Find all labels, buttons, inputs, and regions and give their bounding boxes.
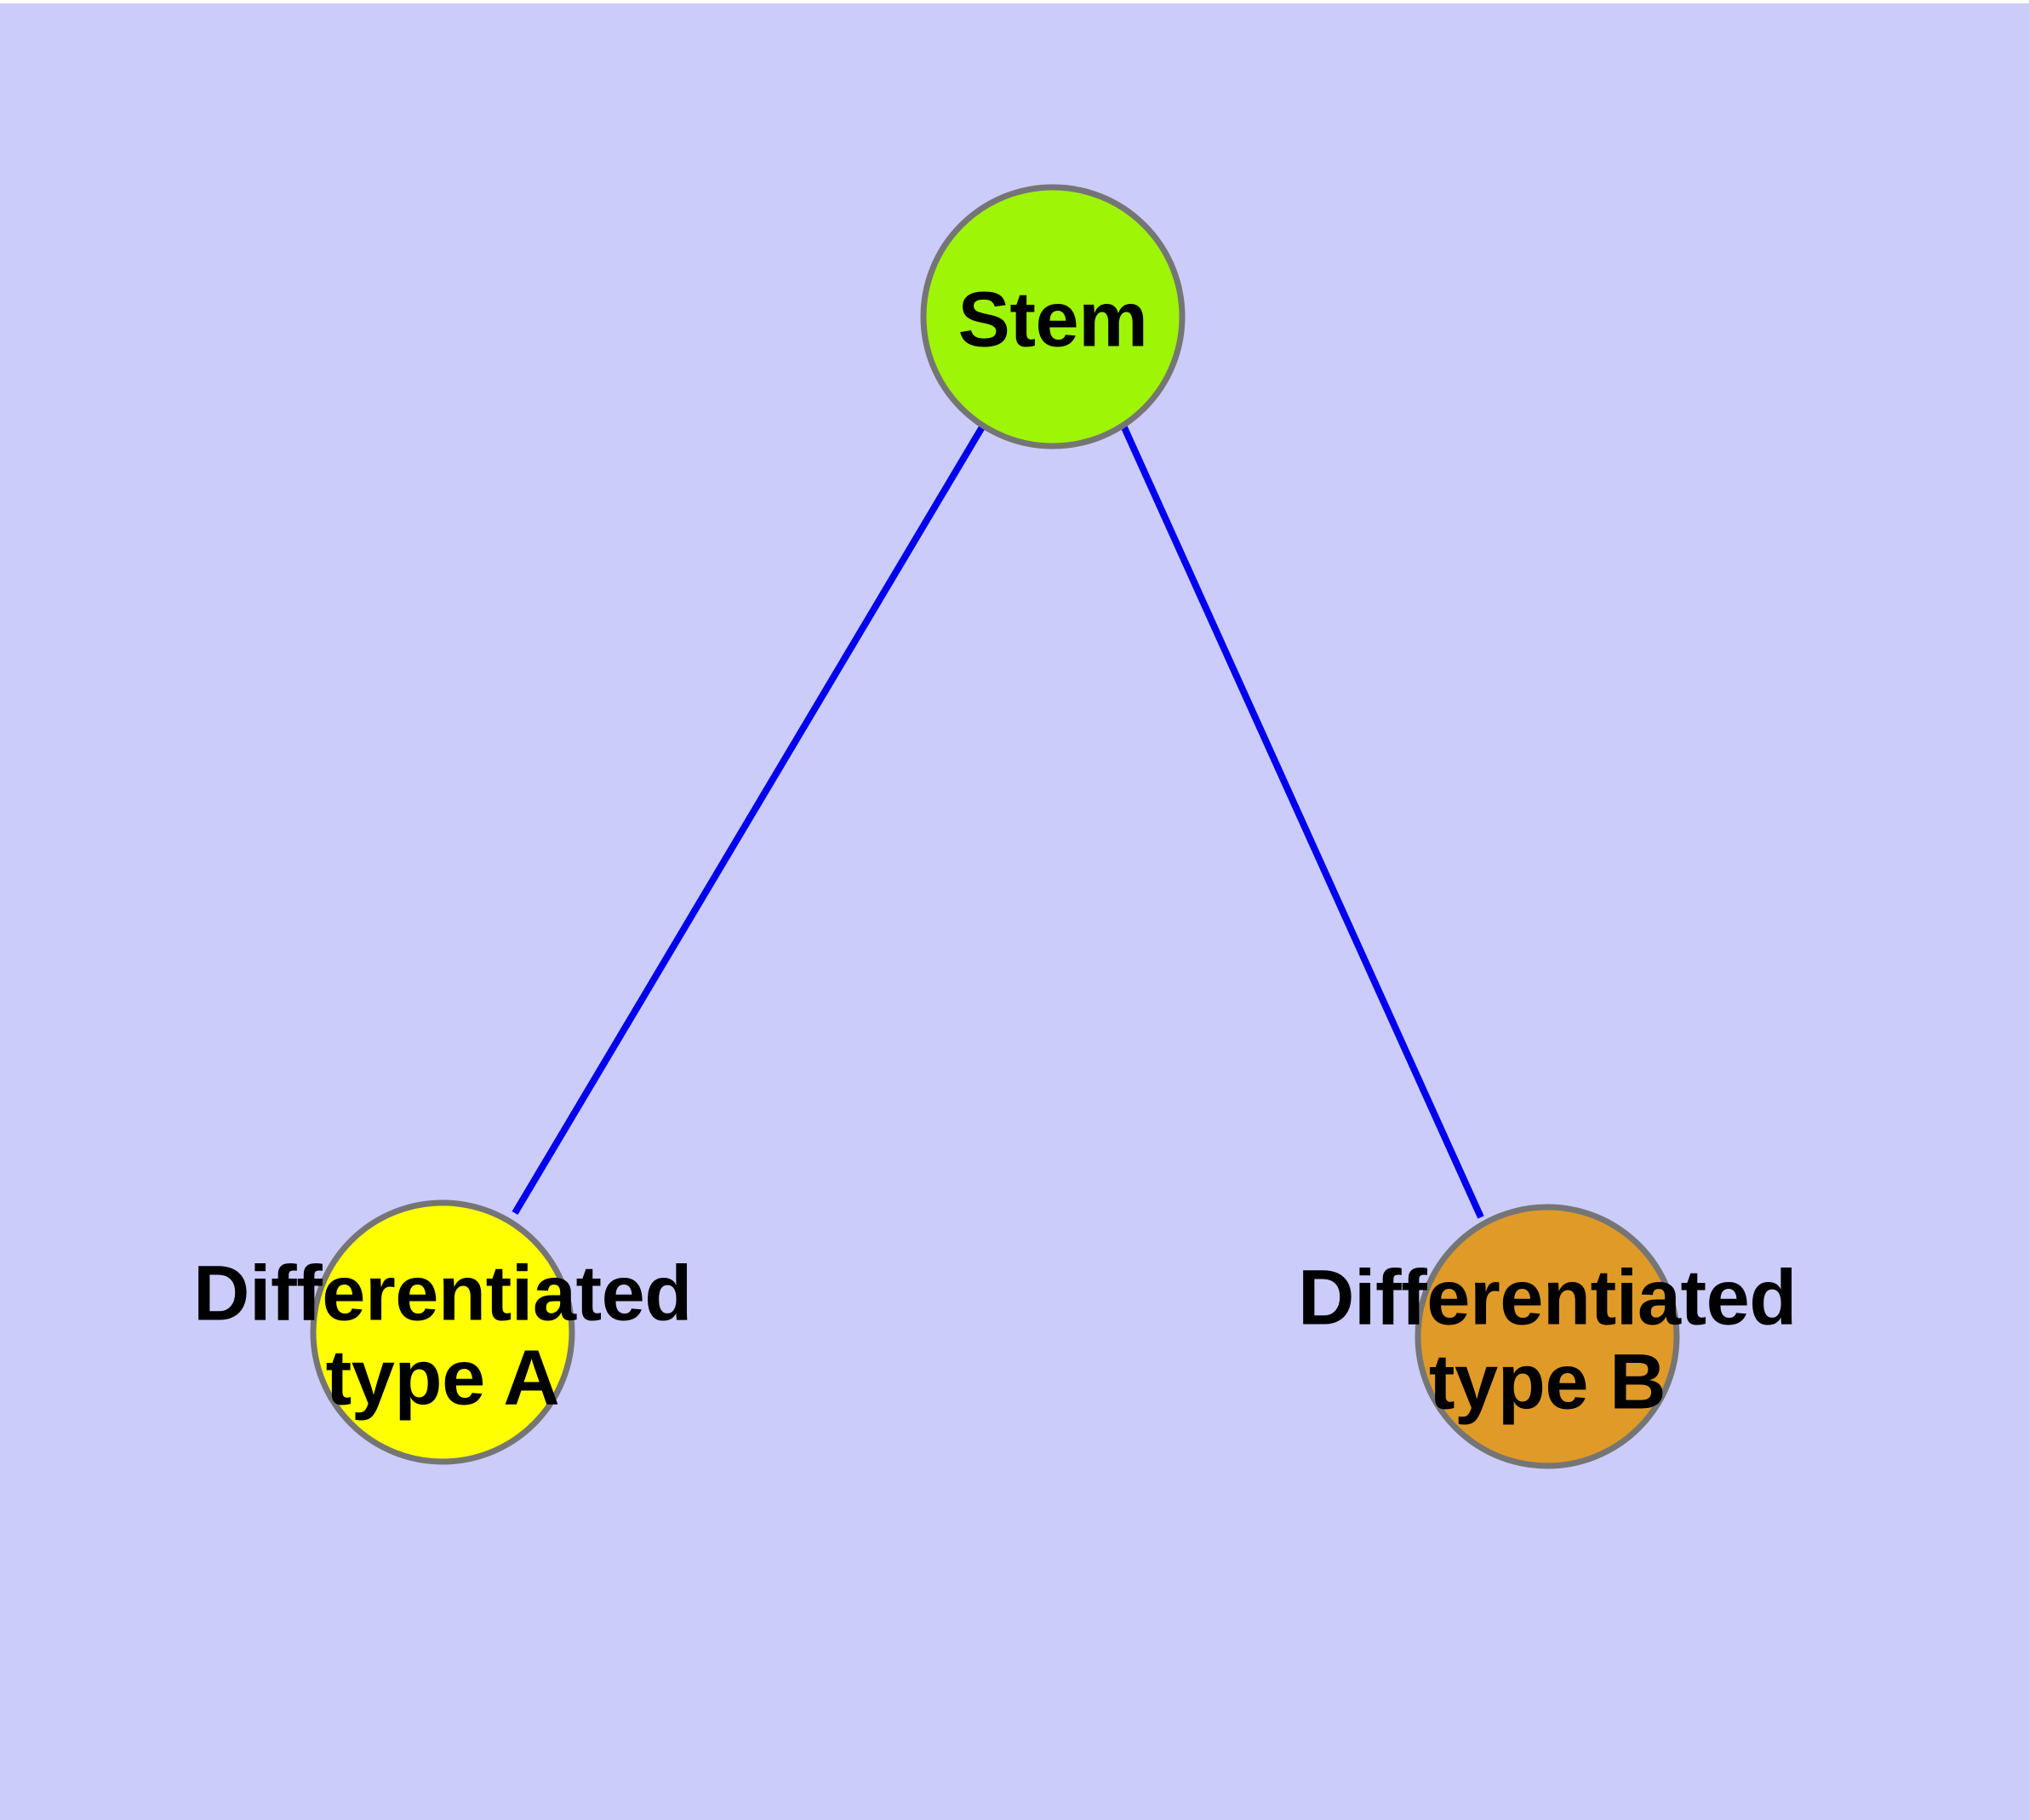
edge-layer: [512, 423, 1484, 1219]
node-circle-diff-b[interactable]: [1415, 1204, 1680, 1469]
node-circle-diff-a[interactable]: [310, 1199, 575, 1465]
edge-stem-to-diff-b: [1120, 424, 1484, 1219]
node-layer: [310, 184, 1680, 1469]
node-circle-stem[interactable]: [920, 184, 1186, 449]
edge-stem-to-diff-a: [512, 423, 986, 1216]
